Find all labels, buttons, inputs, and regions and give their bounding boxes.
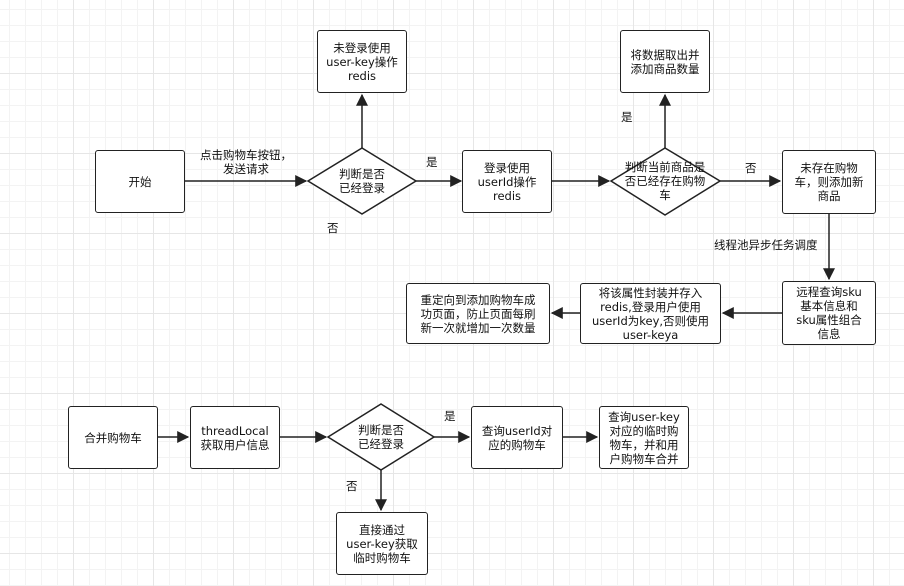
edge-label-thread-pool: 线程池异步任务调度: [714, 238, 818, 252]
node-remote-query-sku[interactable]: 远程查询sku 基本信息和 sku属性组合 信息: [782, 281, 876, 345]
diamond-judge-login-1[interactable]: [306, 147, 418, 215]
node-query-userid-cart[interactable]: 查询userId对 应的购物车: [471, 406, 563, 469]
diamond-judge-exists[interactable]: [609, 147, 722, 216]
node-not-exist-add[interactable]: 未存在购物 车，则添加新 商品: [782, 150, 876, 214]
node-get-temp-cart[interactable]: 直接通过 user-key获取 临时购物车: [336, 512, 428, 575]
node-judge-exists[interactable]: 判断当前商品是 否已经存在购物 车: [624, 160, 706, 202]
edge-label-no-1: 否: [327, 221, 339, 235]
node-take-out-add-qty[interactable]: 将数据取出并 添加商品数量: [620, 30, 710, 93]
edge-label-yes-exists: 是: [621, 110, 633, 124]
edge-label-yes-1: 是: [426, 155, 438, 169]
node-thread-local[interactable]: threadLocal 获取用户信息: [190, 406, 280, 469]
edge-label-click-cart: 点击购物车按钮， 发送请求: [200, 148, 292, 176]
edge-label-no-exists: 否: [745, 161, 757, 175]
node-query-userkey-merge[interactable]: 查询user-key 对应的临时购 物车，并和用 户购物车合并: [599, 406, 689, 469]
edge-label-no-2: 否: [346, 479, 358, 493]
node-logged-redis[interactable]: 登录使用 userId操作 redis: [462, 150, 552, 213]
node-start[interactable]: 开始: [95, 150, 185, 213]
node-judge-login-1[interactable]: 判断是否 已经登录: [339, 167, 385, 195]
node-judge-login-2[interactable]: 判断是否 已经登录: [358, 423, 404, 451]
node-pack-store-redis[interactable]: 将该属性封装并存入 redis,登录用户使用 userId为key,否则使用 u…: [580, 283, 721, 344]
edge-label-yes-2: 是: [444, 409, 456, 423]
node-not-logged-redis[interactable]: 未登录使用 user-key操作 redis: [317, 30, 407, 93]
node-merge-cart[interactable]: 合并购物车: [68, 406, 158, 469]
node-redirect-success[interactable]: 重定向到添加购物车成 功页面，防止页面每刷 新一次就增加一次数量: [406, 283, 550, 344]
